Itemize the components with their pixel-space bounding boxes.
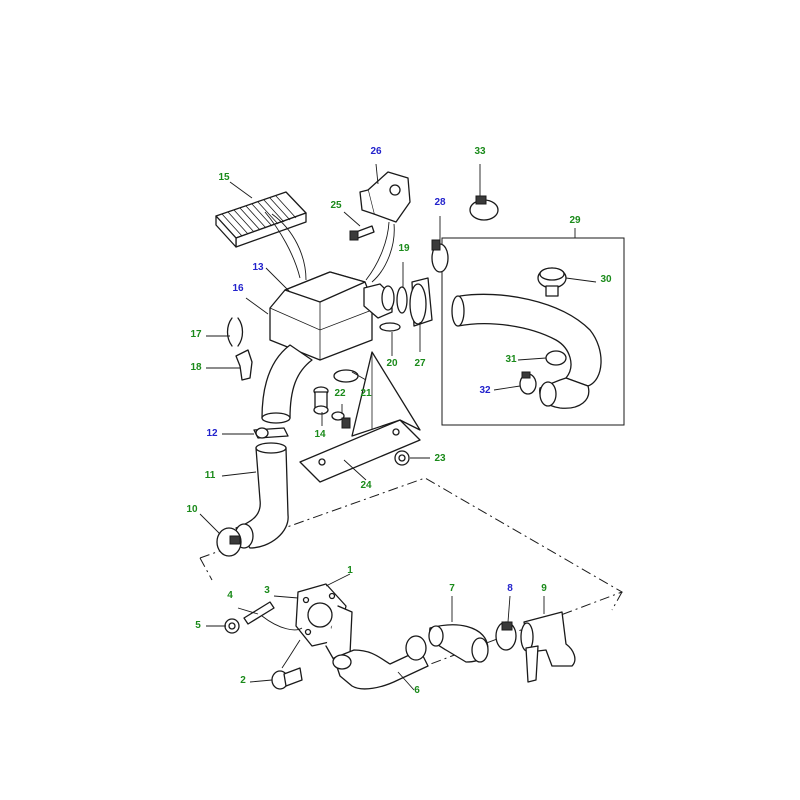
callout-7: 7 xyxy=(449,583,455,594)
nut-23[interactable] xyxy=(394,450,410,466)
hose-clip-12[interactable] xyxy=(253,427,289,439)
stud-22[interactable] xyxy=(331,411,351,429)
callout-18: 18 xyxy=(190,362,202,373)
callout-28: 28 xyxy=(434,197,446,208)
bolt-25[interactable] xyxy=(349,225,375,241)
callout-26: 26 xyxy=(370,146,382,157)
callout-2: 2 xyxy=(240,675,246,686)
callout-12: 12 xyxy=(206,428,218,439)
air-filter-element[interactable] xyxy=(215,191,307,248)
callout-21: 21 xyxy=(360,388,372,399)
callout-31: 31 xyxy=(505,354,517,365)
callout-9: 9 xyxy=(541,583,547,594)
callout-1: 1 xyxy=(347,565,353,576)
seal-20[interactable] xyxy=(379,322,401,332)
callout-14: 14 xyxy=(314,429,326,440)
callout-15: 15 xyxy=(218,172,230,183)
callout-4: 4 xyxy=(227,590,233,601)
air-cleaner-housing[interactable] xyxy=(261,271,395,424)
callout-6: 6 xyxy=(414,685,420,696)
callout-30: 30 xyxy=(600,274,612,285)
hose-11[interactable] xyxy=(234,442,289,549)
breather-valve-30[interactable] xyxy=(537,267,567,297)
callout-32: 32 xyxy=(479,385,491,396)
hose-clip-28[interactable] xyxy=(431,239,449,273)
callout-19: 19 xyxy=(398,243,410,254)
callout-3: 3 xyxy=(264,585,270,596)
bolt-2[interactable] xyxy=(271,667,303,690)
callout-17: 17 xyxy=(190,329,202,340)
callout-33: 33 xyxy=(474,146,486,157)
hose-clip-10[interactable] xyxy=(216,527,242,557)
callout-13: 13 xyxy=(252,262,264,273)
inset-box-29 xyxy=(441,237,625,426)
clip-17[interactable] xyxy=(226,317,244,347)
assembly-boundary-line xyxy=(199,477,624,669)
stud-4[interactable] xyxy=(243,601,275,625)
adaptor-27[interactable] xyxy=(409,277,433,327)
callout-23: 23 xyxy=(434,453,446,464)
clip-32[interactable] xyxy=(519,371,537,395)
callout-11: 11 xyxy=(205,470,216,481)
intake-pipe-6[interactable] xyxy=(332,635,429,690)
hose-7[interactable] xyxy=(428,624,489,663)
callout-24: 24 xyxy=(360,480,372,491)
callout-29: 29 xyxy=(569,215,581,226)
callout-27: 27 xyxy=(414,358,426,369)
callout-20: 20 xyxy=(386,358,398,369)
hose-clip-8[interactable] xyxy=(495,621,517,651)
callout-22: 22 xyxy=(334,388,346,399)
callout-5: 5 xyxy=(195,620,201,631)
callout-10: 10 xyxy=(186,504,198,515)
tee-connector-9[interactable] xyxy=(520,611,576,683)
bracket-18[interactable] xyxy=(235,349,253,381)
callout-16: 16 xyxy=(232,283,244,294)
flange-1[interactable] xyxy=(295,583,353,661)
callout-25: 25 xyxy=(330,200,342,211)
o-ring-19[interactable] xyxy=(396,286,408,314)
clip-31[interactable] xyxy=(545,350,567,366)
nut-5[interactable] xyxy=(224,618,240,634)
hose-clip-33[interactable] xyxy=(469,195,499,221)
leader-lines xyxy=(199,163,624,691)
mounting-bracket-24[interactable] xyxy=(299,351,421,483)
intake-hose-29[interactable] xyxy=(451,293,602,409)
rubber-mount-14[interactable] xyxy=(313,386,329,415)
callout-8: 8 xyxy=(507,583,513,594)
airflow-sensor-26[interactable] xyxy=(359,171,411,223)
ring-21[interactable] xyxy=(333,369,359,383)
